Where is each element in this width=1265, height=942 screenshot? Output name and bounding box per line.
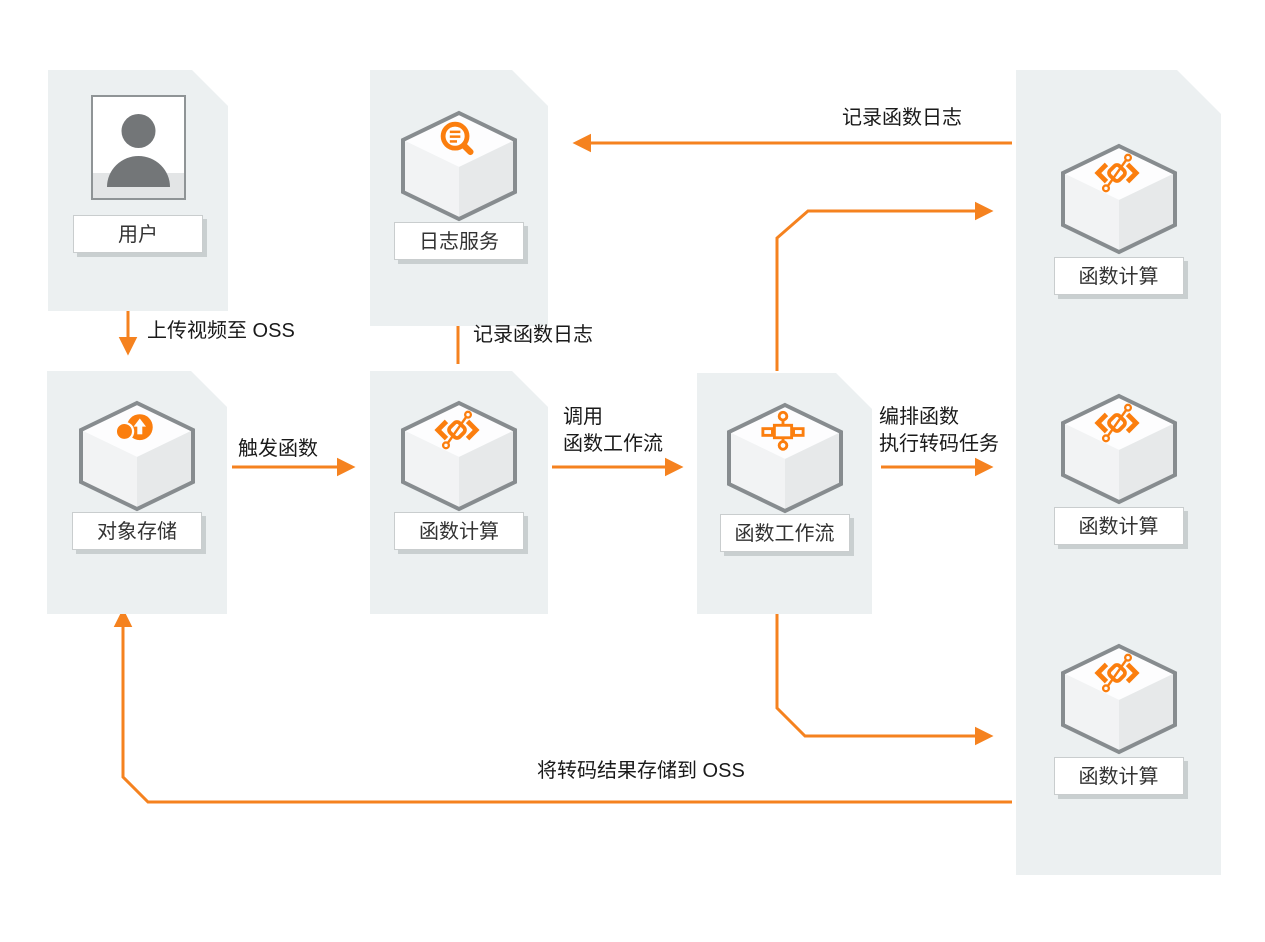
edge-label-invoke-workflow-line2: 函数工作流 <box>563 433 663 455</box>
log-search-icon <box>397 110 521 222</box>
function-compute-icon <box>1057 393 1181 505</box>
edge-workflow-to-worker1 <box>775 201 994 371</box>
edge-label-record-logs-mid: 记录函数日志 <box>473 324 593 346</box>
edge-label-record-logs-top: 记录函数日志 <box>842 107 962 129</box>
function-compute-icon <box>397 400 521 512</box>
worker-node-1: 函数计算 <box>1016 143 1221 295</box>
card-function-compute: 函数计算 <box>370 371 548 614</box>
card-function-workflow: 函数工作流 <box>697 373 872 614</box>
node-label-object-storage: 对象存储 <box>72 512 202 550</box>
card-user: 用户 <box>48 70 228 311</box>
user-icon <box>91 95 186 200</box>
workflow-icon <box>723 402 847 514</box>
edge-label-invoke-workflow: 调用 函数工作流 <box>563 404 663 458</box>
edge-label-store-result: 将转码结果存储到 OSS <box>537 760 745 782</box>
function-compute-icon <box>1057 143 1181 255</box>
edge-workflow-to-worker3 <box>775 601 994 746</box>
node-label-worker-3: 函数计算 <box>1054 757 1184 795</box>
worker-node-2: 函数计算 <box>1016 393 1221 545</box>
edge-label-trigger-function: 触发函数 <box>238 438 318 460</box>
edge-label-orchestrate-line1: 编排函数 <box>879 406 959 428</box>
card-log-service: 日志服务 <box>370 70 548 326</box>
edge-label-orchestrate-line2: 执行转码任务 <box>879 433 999 455</box>
edge-label-orchestrate: 编排函数 执行转码任务 <box>879 404 999 458</box>
node-label-function-compute: 函数计算 <box>394 512 524 550</box>
card-object-storage: 对象存储 <box>47 371 227 614</box>
node-label-worker-2: 函数计算 <box>1054 507 1184 545</box>
worker-node-3: 函数计算 <box>1016 643 1221 795</box>
function-compute-icon <box>1057 643 1181 755</box>
node-label-user: 用户 <box>73 215 203 253</box>
node-label-function-workflow: 函数工作流 <box>720 514 850 552</box>
edge-label-upload-video: 上传视频至 OSS <box>147 320 295 342</box>
edge-label-invoke-workflow-line1: 调用 <box>563 406 603 428</box>
node-label-log-service: 日志服务 <box>394 222 524 260</box>
node-label-worker-1: 函数计算 <box>1054 257 1184 295</box>
panel-workers: 函数计算 函数计算 函数计算 <box>1016 70 1221 875</box>
oss-cloud-upload-icon <box>75 400 199 512</box>
